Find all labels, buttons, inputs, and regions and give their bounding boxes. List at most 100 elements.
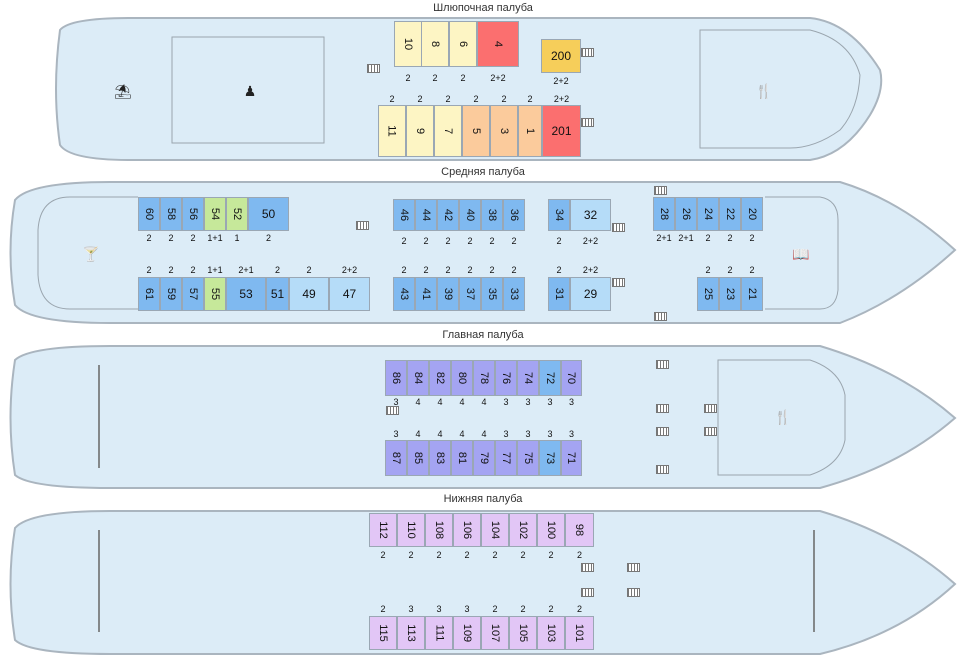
cabin-59[interactable]: 59 bbox=[160, 277, 182, 311]
cabin-201[interactable]: 201 bbox=[542, 105, 581, 157]
cabin-29[interactable]: 29 bbox=[570, 277, 611, 311]
cabin-71[interactable]: 71 bbox=[561, 440, 582, 476]
cabin-102[interactable]: 102 bbox=[509, 513, 537, 547]
cabin-11[interactable]: 11 bbox=[378, 105, 406, 157]
cabin-49[interactable]: 49 bbox=[289, 277, 329, 311]
cabin-capacity: 3 bbox=[568, 397, 574, 407]
cabin-40[interactable]: 40 bbox=[459, 199, 481, 231]
cabin-39[interactable]: 39 bbox=[437, 277, 459, 311]
cabin-8[interactable]: 8 bbox=[421, 21, 449, 67]
cabin-capacity: 4 bbox=[481, 397, 487, 407]
cabin-21[interactable]: 21 bbox=[741, 277, 763, 311]
cabin-108[interactable]: 108 bbox=[425, 513, 453, 547]
cabin-number: 56 bbox=[187, 207, 199, 221]
cabin-87[interactable]: 87 bbox=[385, 440, 407, 476]
cabin-98[interactable]: 98 bbox=[565, 513, 594, 547]
cabin-55[interactable]: 55 bbox=[204, 277, 226, 311]
cabin-42[interactable]: 42 bbox=[437, 199, 459, 231]
cabin-25[interactable]: 25 bbox=[697, 277, 719, 311]
cabin-46[interactable]: 46 bbox=[393, 199, 415, 231]
cabin-103[interactable]: 103 bbox=[537, 616, 565, 650]
cabin-81[interactable]: 81 bbox=[451, 440, 473, 476]
cabin-112[interactable]: 112 bbox=[369, 513, 397, 547]
cabin-73[interactable]: 73 bbox=[539, 440, 561, 476]
cabin-26[interactable]: 26 bbox=[675, 197, 697, 231]
cabin-83[interactable]: 83 bbox=[429, 440, 451, 476]
cabin-38[interactable]: 38 bbox=[481, 199, 503, 231]
cabin-60[interactable]: 60 bbox=[138, 197, 160, 231]
cabin-57[interactable]: 57 bbox=[182, 277, 204, 311]
cabin-111[interactable]: 111 bbox=[425, 616, 453, 650]
cabin-capacity: 4 bbox=[415, 397, 421, 407]
cabin-52[interactable]: 52 bbox=[226, 197, 248, 231]
cabin-37[interactable]: 37 bbox=[459, 277, 481, 311]
cabin-86[interactable]: 86 bbox=[385, 360, 407, 396]
cabin-47[interactable]: 47 bbox=[329, 277, 370, 311]
cabin-36[interactable]: 36 bbox=[503, 199, 525, 231]
cabin-104[interactable]: 104 bbox=[481, 513, 509, 547]
cabin-number: 54 bbox=[209, 207, 221, 221]
cabin-7[interactable]: 7 bbox=[434, 105, 462, 157]
cabin-85[interactable]: 85 bbox=[407, 440, 429, 476]
cabin-105[interactable]: 105 bbox=[509, 616, 537, 650]
cabin-106[interactable]: 106 bbox=[453, 513, 481, 547]
cabin-31[interactable]: 31 bbox=[548, 277, 570, 311]
cabin-77[interactable]: 77 bbox=[495, 440, 517, 476]
cabin-capacity: 3 bbox=[393, 429, 399, 439]
cabin-101[interactable]: 101 bbox=[565, 616, 594, 650]
cabin-number: 9 bbox=[414, 127, 426, 135]
cabin-100[interactable]: 100 bbox=[537, 513, 565, 547]
cabin-22[interactable]: 22 bbox=[719, 197, 741, 231]
cabin-109[interactable]: 109 bbox=[453, 616, 481, 650]
cabin-53[interactable]: 53 bbox=[226, 277, 266, 311]
cabin-61[interactable]: 61 bbox=[138, 277, 160, 311]
cabin-capacity: 2 bbox=[705, 233, 711, 243]
cabin-51[interactable]: 51 bbox=[266, 277, 289, 311]
cabin-number: 34 bbox=[553, 208, 565, 222]
cabin-72[interactable]: 72 bbox=[539, 360, 561, 396]
restaurant-icon: 🍴 bbox=[774, 409, 792, 425]
cabin-44[interactable]: 44 bbox=[415, 199, 437, 231]
cabin-1[interactable]: 1 bbox=[518, 105, 542, 157]
cabin-56[interactable]: 56 bbox=[182, 197, 204, 231]
cabin-200[interactable]: 200 bbox=[541, 39, 581, 73]
cabin-32[interactable]: 32 bbox=[570, 199, 611, 231]
cabin-28[interactable]: 28 bbox=[653, 197, 675, 231]
deck-title-main: Главная палуба bbox=[442, 329, 524, 341]
cabin-34[interactable]: 34 bbox=[548, 199, 570, 231]
cabin-50[interactable]: 50 bbox=[248, 197, 289, 231]
cabin-41[interactable]: 41 bbox=[415, 277, 437, 311]
cabin-75[interactable]: 75 bbox=[517, 440, 539, 476]
cabin-110[interactable]: 110 bbox=[397, 513, 425, 547]
cabin-74[interactable]: 74 bbox=[517, 360, 539, 396]
cabin-113[interactable]: 113 bbox=[397, 616, 425, 650]
cabin-82[interactable]: 82 bbox=[429, 360, 451, 396]
cabin-4[interactable]: 4 bbox=[477, 21, 519, 67]
cabin-6[interactable]: 6 bbox=[449, 21, 477, 67]
cabin-number: 58 bbox=[165, 207, 177, 221]
cabin-80[interactable]: 80 bbox=[451, 360, 473, 396]
cabin-84[interactable]: 84 bbox=[407, 360, 429, 396]
cabin-20[interactable]: 20 bbox=[741, 197, 763, 231]
cabin-76[interactable]: 76 bbox=[495, 360, 517, 396]
cabin-70[interactable]: 70 bbox=[561, 360, 582, 396]
cabin-3[interactable]: 3 bbox=[490, 105, 518, 157]
cabin-capacity: 2 bbox=[417, 94, 423, 104]
cabin-107[interactable]: 107 bbox=[481, 616, 509, 650]
cabin-number: 49 bbox=[302, 287, 316, 301]
cabin-78[interactable]: 78 bbox=[473, 360, 495, 396]
cabin-10[interactable]: 10 bbox=[394, 21, 422, 67]
cabin-115[interactable]: 115 bbox=[369, 616, 397, 650]
cabin-58[interactable]: 58 bbox=[160, 197, 182, 231]
cabin-54[interactable]: 54 bbox=[204, 197, 226, 231]
cabin-5[interactable]: 5 bbox=[462, 105, 490, 157]
cabin-35[interactable]: 35 bbox=[481, 277, 503, 311]
cabin-24[interactable]: 24 bbox=[697, 197, 719, 231]
cabin-43[interactable]: 43 bbox=[393, 277, 415, 311]
cabin-79[interactable]: 79 bbox=[473, 440, 495, 476]
cabin-33[interactable]: 33 bbox=[503, 277, 525, 311]
cabin-23[interactable]: 23 bbox=[719, 277, 741, 311]
cabin-9[interactable]: 9 bbox=[406, 105, 434, 157]
cabin-capacity: 2 bbox=[727, 265, 733, 275]
cabin-capacity: 2 bbox=[489, 265, 495, 275]
